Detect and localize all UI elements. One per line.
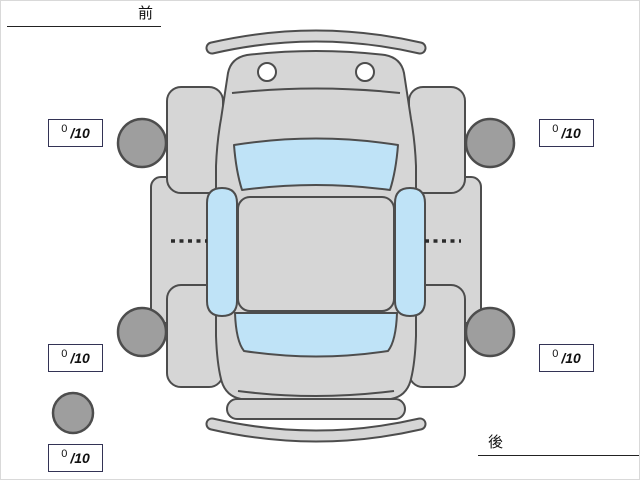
hood-circle-right — [355, 62, 375, 82]
score-value: 0 — [552, 123, 559, 135]
score-box-rear-left: 0 /10 — [48, 344, 103, 372]
front-label-text: 前 — [137, 5, 153, 22]
rear-bumper-strip — [207, 419, 425, 441]
fender-front-left — [166, 86, 224, 194]
hood-seam-line — [231, 87, 401, 94]
score-box-front-right: 0 /10 — [539, 119, 594, 147]
rear-window — [234, 312, 398, 358]
score-box-spare: 0 /10 — [48, 444, 103, 472]
score-value: 0 — [61, 348, 68, 360]
wheel-rear-left — [116, 306, 168, 358]
front-bumper-strip — [207, 31, 425, 53]
hood-circle-left — [257, 62, 277, 82]
rear-bumper-bar — [226, 398, 406, 420]
score-max: /10 — [561, 350, 581, 366]
windshield — [233, 137, 399, 191]
wheel-front-left — [116, 117, 168, 169]
roof-panel — [237, 196, 395, 312]
score-value: 0 — [61, 448, 68, 460]
fender-front-right — [408, 86, 466, 194]
rear-direction-label: 後 — [478, 432, 639, 456]
score-max: /10 — [561, 125, 581, 141]
score-value: 0 — [61, 123, 68, 135]
wheel-rear-right — [464, 306, 516, 358]
side-window-right — [394, 186, 426, 318]
side-window-left — [206, 186, 238, 318]
spare-wheel — [51, 391, 95, 435]
front-direction-label: 前 — [7, 3, 161, 27]
score-max: /10 — [70, 350, 90, 366]
score-box-rear-right: 0 /10 — [539, 344, 594, 372]
trunk-seam-line — [237, 390, 395, 397]
score-value: 0 — [552, 348, 559, 360]
score-box-front-left: 0 /10 — [48, 119, 103, 147]
rear-label-text: 後 — [488, 434, 504, 451]
wheel-front-right — [464, 117, 516, 169]
score-max: /10 — [70, 450, 90, 466]
score-max: /10 — [70, 125, 90, 141]
